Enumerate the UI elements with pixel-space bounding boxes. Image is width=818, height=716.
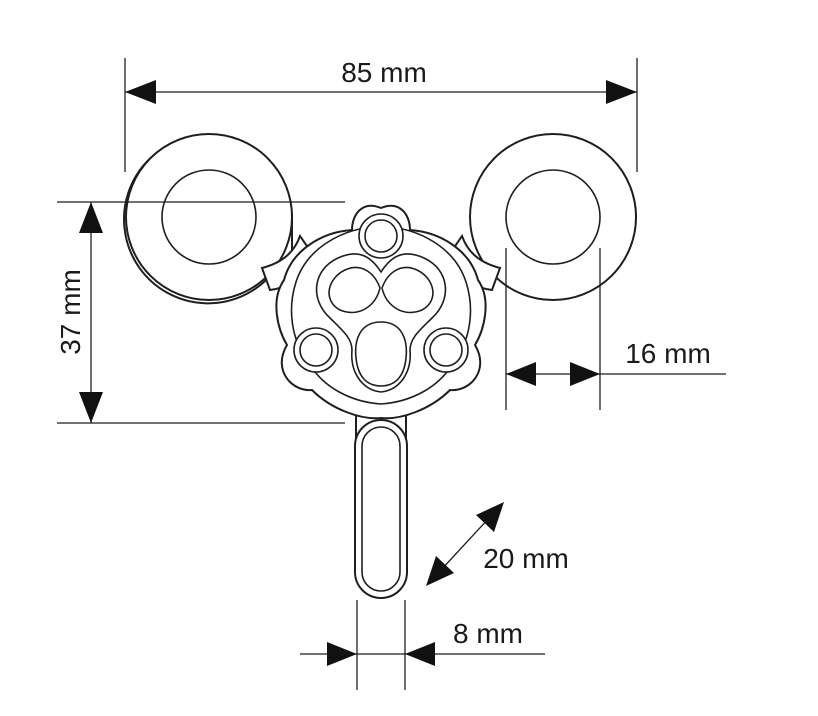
left-hole [299, 333, 333, 367]
handle-inner [361, 426, 401, 592]
trefoil-bottom-lobe [354, 321, 408, 387]
top-hole [364, 219, 398, 253]
right-hole [429, 333, 463, 367]
height-label: 37 mm [55, 269, 86, 355]
dimension-handle-width: 8 mm [300, 600, 545, 690]
dimension-height: 37 mm [55, 201, 345, 424]
arrowhead-handle-left [327, 642, 357, 666]
dimension-handle-length: 20 mm [426, 502, 569, 586]
arrowhead-handle-right [405, 642, 435, 666]
left-ring-hole [161, 169, 257, 265]
trefoil-right-lobe [381, 266, 434, 314]
handle-width-label: 8 mm [453, 618, 523, 649]
dimension-ring-hole: 16 mm [505, 248, 726, 410]
center-body [275, 204, 487, 420]
arrowhead-down [79, 392, 103, 423]
width-label: 85 mm [341, 57, 427, 88]
ring-hole-label: 16 mm [625, 338, 711, 369]
arrowhead-ring-right [570, 362, 600, 386]
handle [354, 399, 408, 599]
handle-length-label: 20 mm [483, 543, 569, 574]
arrowhead-ring-left [506, 362, 536, 386]
arrowhead-left [125, 80, 156, 104]
arrowhead-up [79, 202, 103, 233]
dimension-width: 85 mm [124, 57, 638, 172]
right-ring [469, 133, 637, 301]
right-ring-hole [505, 169, 601, 265]
trefoil-left-lobe [328, 266, 381, 314]
arrowhead-diag-down [426, 556, 454, 586]
arrowhead-diag-up [476, 502, 504, 532]
left-ring [123, 133, 293, 305]
arrowhead-right [606, 80, 637, 104]
